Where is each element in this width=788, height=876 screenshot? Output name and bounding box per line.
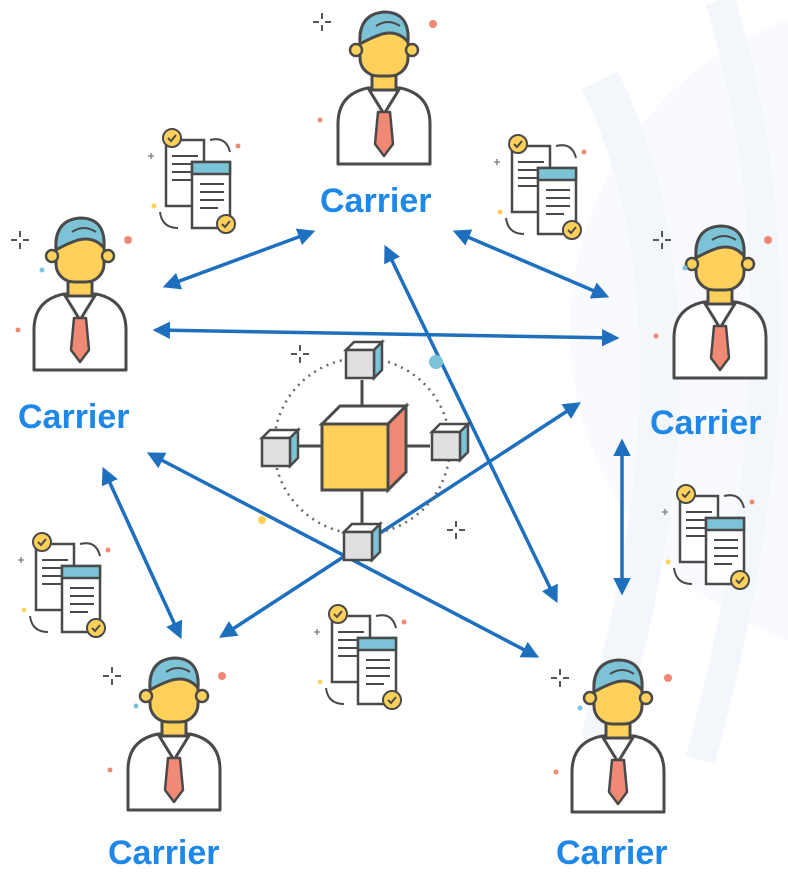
document-icon-2 (492, 133, 588, 241)
arrow-left-bottomleft (101, 466, 183, 640)
arrow-top-bottomright (384, 244, 558, 604)
carrier-label-right: Carrier (650, 404, 762, 442)
hub-cube-top (342, 338, 386, 382)
arrow-left-right (152, 321, 620, 347)
arrow-right-bottomleft (219, 402, 581, 638)
carrier-label-bottom-right: Carrier (556, 834, 668, 872)
person-icon-bottom-left (102, 656, 226, 812)
hub-cube-right (428, 420, 472, 464)
person-icon-right (652, 224, 772, 380)
hub-cube-left (258, 426, 302, 470)
person-icon-left (10, 216, 132, 372)
carrier-label-bottom-left: Carrier (108, 834, 220, 872)
document-icon-3 (16, 531, 112, 639)
document-icon-1 (146, 127, 242, 235)
background-globe (570, 0, 788, 765)
hub-cube-bottom (340, 520, 384, 564)
person-icon-bottom-right (550, 658, 672, 814)
blockchain-network-icon (258, 338, 472, 564)
arrow-top-left (162, 228, 316, 290)
document-icon-4 (312, 603, 408, 711)
connection-arrows (101, 228, 631, 658)
arrow-junction-dot (429, 355, 443, 369)
hub-main-cube (318, 402, 410, 494)
person-icon-top (312, 10, 437, 166)
carrier-label-top: Carrier (320, 182, 432, 220)
carrier-label-left: Carrier (18, 398, 130, 436)
